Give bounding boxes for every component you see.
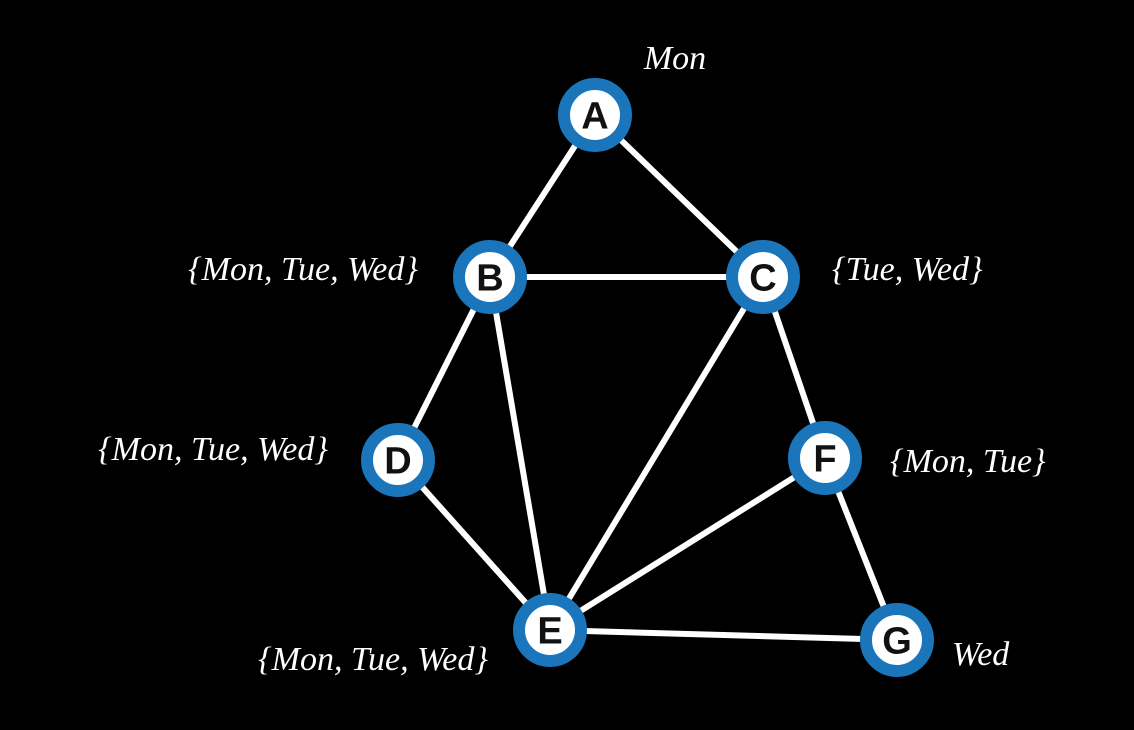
- labels-layer: Mon {Mon, Tue, Wed} {Tue, Wed} {Mon, Tue, W…: [98, 40, 1046, 678]
- graph-node-A: A: [558, 78, 632, 152]
- domain-label-G: Wed: [952, 636, 1010, 673]
- edge-E-F: [547, 455, 828, 633]
- node-circle-B: [453, 240, 527, 314]
- domain-label-A: Mon: [643, 40, 706, 77]
- node-letter-G: G: [882, 621, 912, 663]
- node-circle-C: [726, 240, 800, 314]
- node-letter-C: C: [749, 258, 776, 300]
- graph-node-C: C: [726, 240, 800, 314]
- graph-node-E: E: [513, 593, 587, 667]
- domain-label-D: {Mon, Tue, Wed}: [98, 431, 328, 468]
- edges-layer: [395, 112, 900, 643]
- domain-label-C: {Tue, Wed}: [832, 251, 983, 288]
- graph-node-G: G: [860, 603, 934, 677]
- node-circle-A: [558, 78, 632, 152]
- domain-label-B: {Mon, Tue, Wed}: [188, 251, 418, 288]
- node-circle-E: [513, 593, 587, 667]
- edge-D-E: [395, 457, 553, 633]
- edge-C-E: [547, 274, 766, 633]
- graph-node-D: D: [361, 423, 435, 497]
- node-circle-D: [361, 423, 435, 497]
- graph-node-F: F: [788, 421, 862, 495]
- node-letter-B: B: [476, 258, 503, 300]
- domain-label-F: {Mon, Tue}: [890, 443, 1046, 480]
- edge-E-G: [547, 627, 900, 643]
- edge-B-E: [487, 274, 553, 633]
- node-letter-A: A: [581, 96, 608, 138]
- edge-A-C: [592, 112, 766, 280]
- nodes-layer: A B C D E F G: [361, 78, 934, 677]
- node-circle-F: [788, 421, 862, 495]
- graph-node-B: B: [453, 240, 527, 314]
- node-circle-G: [860, 603, 934, 677]
- node-letter-D: D: [384, 441, 411, 483]
- domain-label-E: {Mon, Tue, Wed}: [258, 641, 488, 678]
- node-letter-F: F: [813, 439, 836, 481]
- node-letter-E: E: [537, 611, 562, 653]
